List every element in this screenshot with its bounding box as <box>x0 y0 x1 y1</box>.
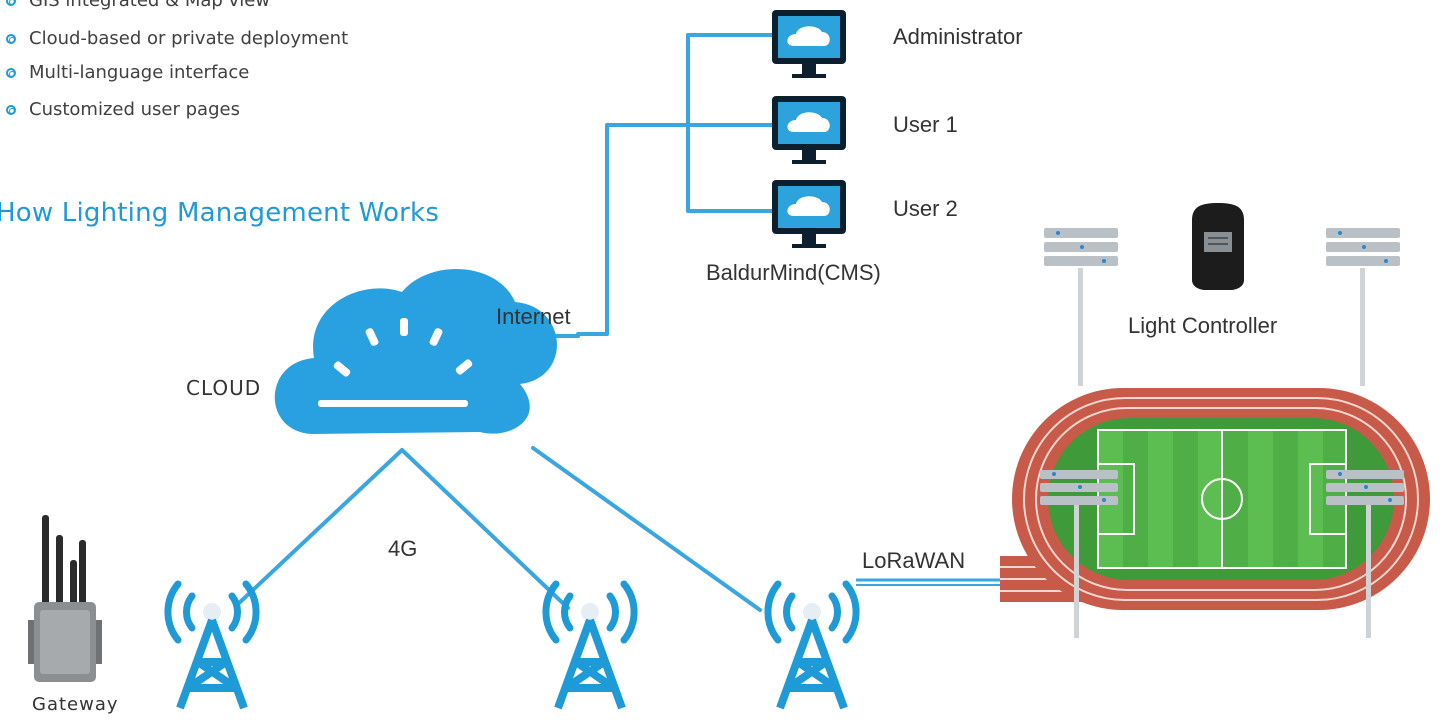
bullet-icon <box>6 33 16 44</box>
gateway-device-icon <box>28 515 102 682</box>
cloud-icon <box>274 269 557 434</box>
lorawan-link <box>856 578 1000 586</box>
lorawan-label: LoRaWAN <box>862 548 966 573</box>
stadium-icon <box>1000 388 1430 610</box>
computer-monitor-icon <box>772 96 846 164</box>
cms-label: BaldurMind(CMS) <box>706 260 881 285</box>
bullet-icon <box>6 0 16 6</box>
feature-item: Multi-language interface <box>6 62 249 83</box>
cell-tower-icon <box>164 580 260 710</box>
cloud-label: CLOUD <box>186 376 262 400</box>
feature-text: Multi-language interface <box>29 62 250 83</box>
cell-tower-icon <box>764 580 860 710</box>
tower-3-link <box>531 446 762 612</box>
floodlight-icon <box>1326 470 1404 638</box>
bullet-icon <box>6 104 16 115</box>
gateway-label: Gateway <box>32 694 119 715</box>
computer-monitor-icon <box>772 10 846 78</box>
user-label-user-2: User 2 <box>893 196 958 221</box>
tower-1-link <box>236 448 404 606</box>
feature-item: GIS integrated & Map view <box>6 0 270 11</box>
floodlight-icon <box>1040 470 1118 638</box>
internet-label: Internet <box>496 304 571 329</box>
light-controller-icon <box>1192 203 1244 290</box>
network-4g-label: 4G <box>388 536 418 561</box>
tower-2-link <box>400 448 570 610</box>
feature-item: Customized user pages <box>6 99 240 120</box>
feature-text: Cloud-based or private deployment <box>29 28 349 49</box>
light-controller-label: Light Controller <box>1128 313 1278 338</box>
user-bus-link <box>686 33 782 213</box>
floodlight-icon <box>1044 228 1118 386</box>
bullet-icon <box>6 67 16 78</box>
internet-link <box>486 123 782 338</box>
feature-item: Cloud-based or private deployment <box>6 28 348 49</box>
section-title: How Lighting Management Works <box>0 198 440 228</box>
computer-monitor-icon <box>772 180 846 248</box>
cell-tower-icon <box>542 580 638 710</box>
floodlight-icon <box>1326 228 1400 386</box>
user-label-user-1: User 1 <box>893 112 958 137</box>
feature-text: GIS integrated & Map view <box>29 0 270 11</box>
user-label-administrator: Administrator <box>893 24 1023 49</box>
connection-lines <box>236 33 782 612</box>
feature-text: Customized user pages <box>29 99 240 120</box>
